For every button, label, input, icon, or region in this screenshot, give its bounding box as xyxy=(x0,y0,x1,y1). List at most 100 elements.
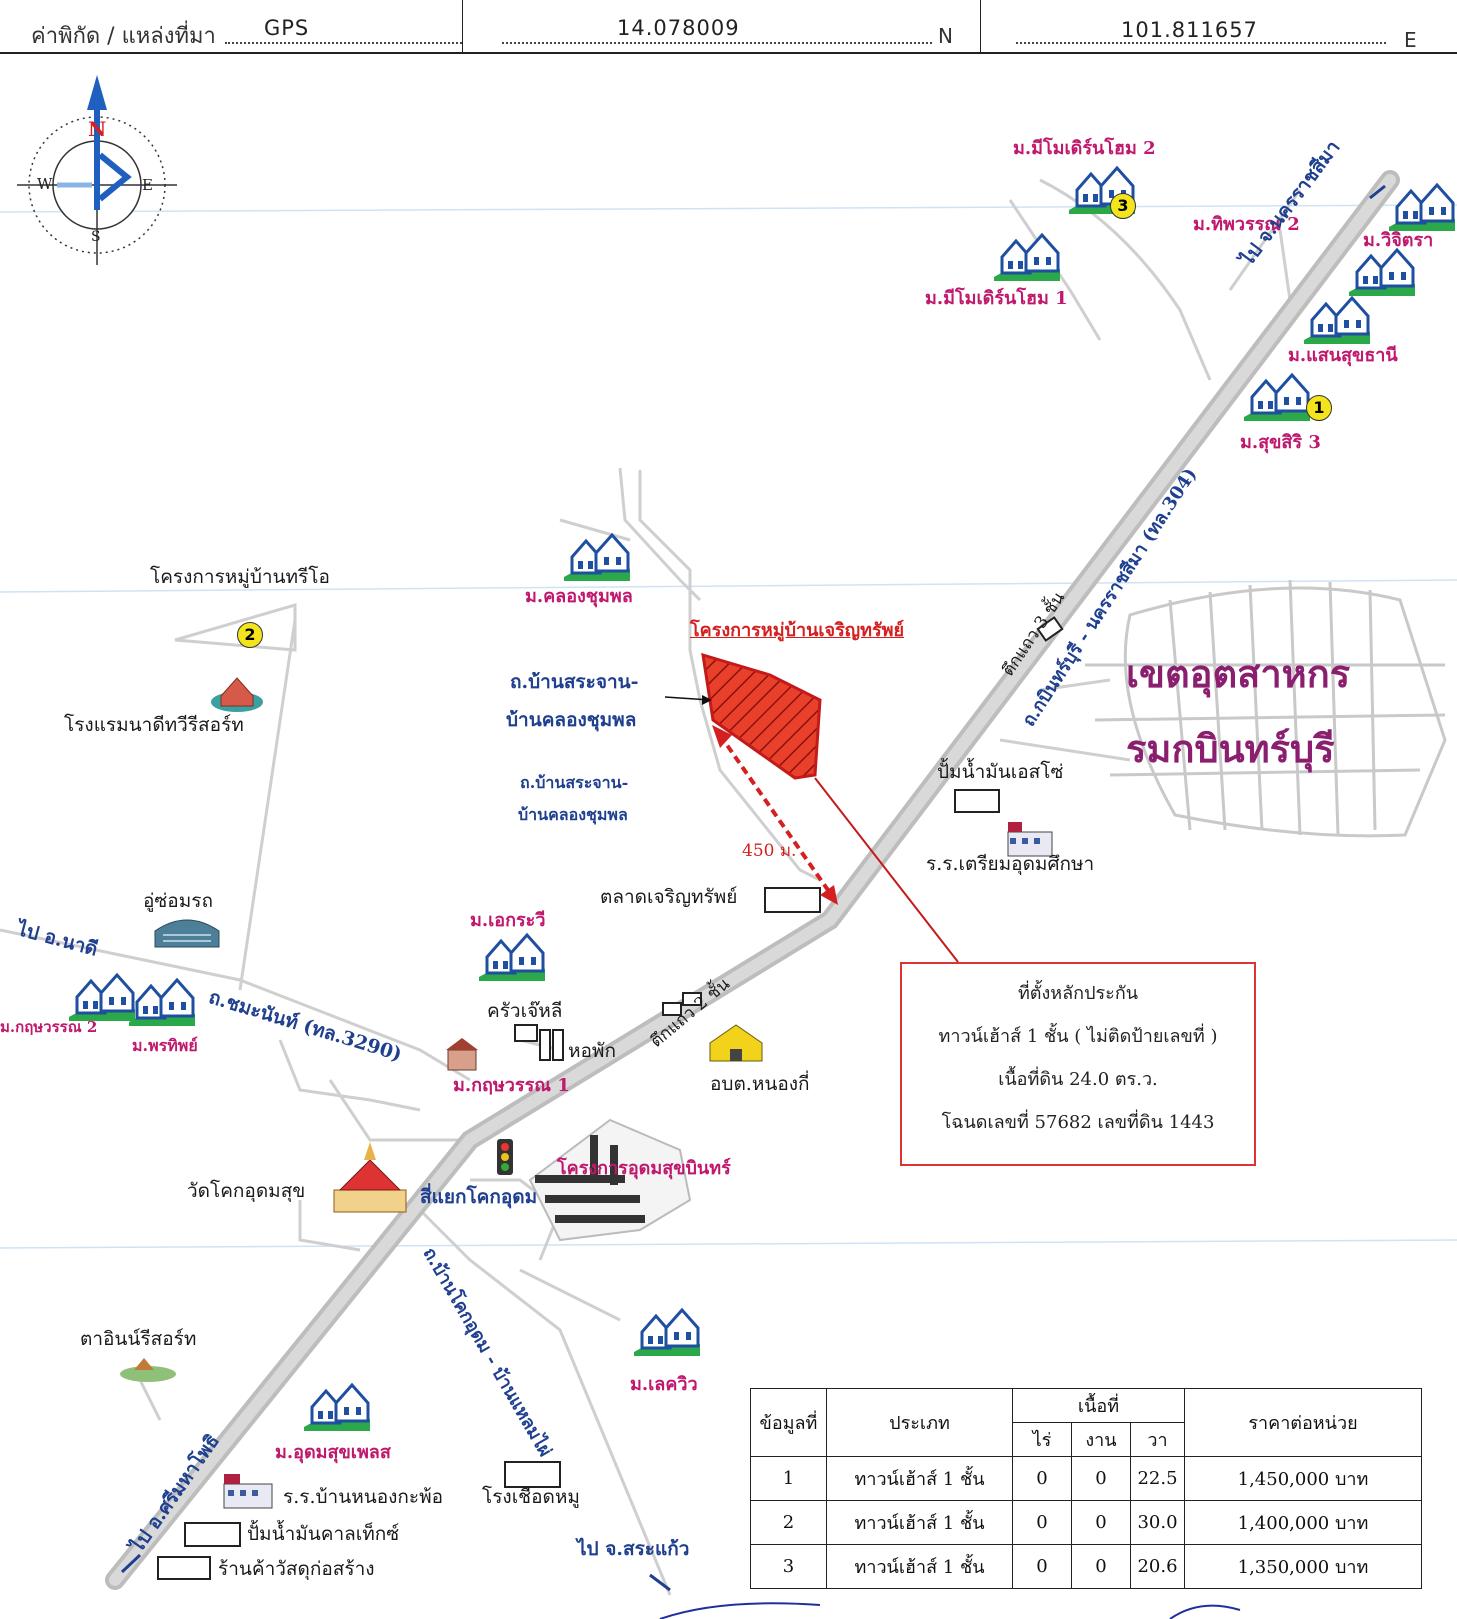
cell-ngan: 0 xyxy=(1071,1544,1131,1589)
label-udomsuk-project: โครงการอุดมสุขบินทร์ xyxy=(557,1158,731,1179)
udomsuk-project-block xyxy=(528,1118,692,1242)
label-dorm: หอพัก xyxy=(568,1040,616,1062)
cell-rai: 0 xyxy=(1012,1500,1072,1545)
coordinate-label: ค่าพิกัด / แหล่งที่มา xyxy=(31,24,216,49)
table-row: 1 ทาวน์เฮ้าส์ 1 ชั้น 0 0 22.5 1,450,000 … xyxy=(750,1456,1422,1501)
cell-wa: 30.0 xyxy=(1130,1500,1185,1545)
temple-icon xyxy=(333,1142,407,1213)
label-ekkarawee: ม.เอกระวี xyxy=(470,910,546,931)
header-price: ราคาต่อหน่วย xyxy=(1184,1388,1422,1457)
info-line-2: ทาวน์เฮ้าส์ 1 ชั้น ( ไม่ติดป้ายเลขที่ ) xyxy=(938,1026,1218,1047)
cell-no: 1 xyxy=(750,1456,827,1501)
compass-north: N xyxy=(88,117,107,141)
scan-mark xyxy=(1169,1604,1241,1619)
pointer-lines xyxy=(120,184,1386,1592)
label-wat: วัดโคกอุดมสุข xyxy=(187,1180,306,1202)
label-distance: 450 ม. xyxy=(742,841,797,861)
cell-no: 3 xyxy=(750,1544,827,1589)
info-line-4: โฉนดเลขที่ 57682 เลขที่ดิน 1443 xyxy=(941,1112,1215,1133)
label-suksiri3: ม.สุขสิริ 3 xyxy=(1240,432,1321,453)
hotel-icon xyxy=(211,677,263,712)
source-value: GPS xyxy=(264,16,310,40)
label-garage: อู่ซ่อมรถ xyxy=(143,890,213,912)
compass-east: E xyxy=(142,176,153,194)
label-khlongchumphon: ม.คลองชุมพล xyxy=(525,586,633,607)
cell-ngan: 0 xyxy=(1071,1500,1131,1545)
label-saensuk: ม.แสนสุขธานี xyxy=(1288,345,1398,366)
label-school1: ร.ร.เตรียมอุดมศึกษา xyxy=(926,853,1095,875)
cell-wa: 20.6 xyxy=(1130,1544,1185,1589)
cell-rai: 0 xyxy=(1012,1544,1072,1589)
label-road-a-line2: บ้านคลองชุมพล xyxy=(506,709,637,731)
collateral-info-box: ที่ตั้งหลักประกัน ทาวน์เฮ้าส์ 1 ชั้น ( ไ… xyxy=(900,962,1256,1166)
label-zone-line1: เขตอุตสาหกร xyxy=(1126,651,1351,696)
header-ngan: งาน xyxy=(1071,1422,1131,1457)
label-wichitra: ม.วิจิตรา xyxy=(1363,230,1434,251)
label-tippawan2: ม.ทิพวรรณ 2 xyxy=(1193,214,1300,235)
label-market: ตลาดเจริญทรัพย์ xyxy=(600,886,738,908)
school-icon-1 xyxy=(1007,822,1053,857)
header-source-cell: ค่าพิกัด / แหล่งที่มา GPS xyxy=(0,0,463,52)
scan-mark xyxy=(659,1602,821,1619)
label-project: โครงการหมู่บ้านเจริญทรัพย์ xyxy=(690,620,905,641)
table-row: 3 ทาวน์เฮ้าส์ 1 ชั้น 0 0 20.6 1,350,000 … xyxy=(750,1544,1422,1589)
header-area: เนื้อที่ xyxy=(1012,1388,1185,1423)
dotted-fill xyxy=(502,42,932,44)
industrial-zone xyxy=(1085,579,1447,838)
longitude-suffix: E xyxy=(1404,28,1417,52)
resort-icon xyxy=(120,1358,176,1382)
scan-guides xyxy=(0,204,1457,1249)
label-pornthip: ม.พรทิพย์ xyxy=(132,1036,198,1055)
label-hardware: ร้านค้าวัสดุก่อสร้าง xyxy=(218,1558,375,1580)
latitude-suffix: N xyxy=(938,24,953,48)
kritsawan1-icon xyxy=(446,1038,478,1071)
header-type: ประเภท xyxy=(826,1388,1013,1457)
cell-type: ทาวน์เฮ้าส์ 1 ชั้น xyxy=(826,1456,1013,1501)
compass-rose xyxy=(17,75,177,265)
label-school2: ร.ร.บ้านหนองกะพ้อ xyxy=(283,1486,444,1508)
cell-type: ทาวน์เฮ้าส์ 1 ชั้น xyxy=(826,1544,1013,1589)
header-lon-cell: 101.811657 E xyxy=(980,0,1457,52)
cell-price: 1,350,000 บาท xyxy=(1184,1544,1422,1589)
label-udomsuk-place: ม.อุดมสุขเพลส xyxy=(275,1442,391,1463)
header-lat-cell: 14.078009 N xyxy=(462,0,981,52)
school-icon-2 xyxy=(223,1474,273,1509)
label-esso: ปั้มน้ำมันเอสโซ่ xyxy=(937,761,1064,783)
info-line-3: เนื้อที่ดิน 24.0 ตร.ว. xyxy=(998,1069,1158,1090)
building-boxes xyxy=(157,616,1064,1580)
longitude-value: 101.811657 xyxy=(1121,18,1258,42)
cell-ngan: 0 xyxy=(1071,1456,1131,1501)
misc-icons xyxy=(120,677,1053,1509)
dotted-fill xyxy=(1016,42,1386,44)
traffic-light-icon xyxy=(497,1139,513,1175)
cell-type: ทาวน์เฮ้าส์ 1 ชั้น xyxy=(826,1500,1013,1545)
label-road-b-line2: บ้านคลองชุมพล xyxy=(518,805,628,824)
label-to-sakaeo: ไป จ.สระแก้ว xyxy=(577,1538,690,1560)
comparable-data-table: ข้อมูลที่ ประเภท เนื้อที่ ราคาต่อหน่วย ไ… xyxy=(750,1388,1422,1589)
highway-304 xyxy=(105,170,1400,1590)
header-wa: วา xyxy=(1130,1422,1185,1457)
label-lakeview: ม.เลควิว xyxy=(630,1374,698,1395)
header-rai: ไร่ xyxy=(1012,1422,1072,1457)
compass-west: W xyxy=(37,175,53,193)
label-mimo2: ม.มีโมเดิร์นโฮม 2 xyxy=(1013,138,1156,159)
label-kritsawan1: ม.กฤษวรรณ 1 xyxy=(453,1075,570,1096)
label-resort: ตาอินน์รีสอร์ท xyxy=(80,1328,197,1350)
project-plot xyxy=(701,652,822,780)
table-row: 2 ทาวน์เฮ้าส์ 1 ชั้น 0 0 30.0 1,400,000 … xyxy=(750,1500,1422,1545)
label-zone-line2: รมกบินทร์บุรี xyxy=(1126,726,1335,771)
marker-1: 1 xyxy=(1306,395,1332,421)
cell-price: 1,450,000 บาท xyxy=(1184,1456,1422,1501)
marker-2: 2 xyxy=(237,622,263,648)
garage-icon xyxy=(154,919,220,948)
dotted-fill xyxy=(225,42,462,44)
label-slaughterhouse: โรงเชือดหมู xyxy=(482,1486,580,1508)
compass-south: S xyxy=(91,229,101,245)
cell-rai: 0 xyxy=(1012,1456,1072,1501)
label-krua: ครัวเจ๊หลี xyxy=(487,1000,563,1022)
label-road-a-line1: ถ.บ้านสระจาน- xyxy=(510,671,639,693)
cell-no: 2 xyxy=(750,1500,827,1545)
label-hotel: โรงแรมนาดีทวีรีสอร์ท xyxy=(64,714,244,736)
header-no: ข้อมูลที่ xyxy=(750,1388,827,1457)
